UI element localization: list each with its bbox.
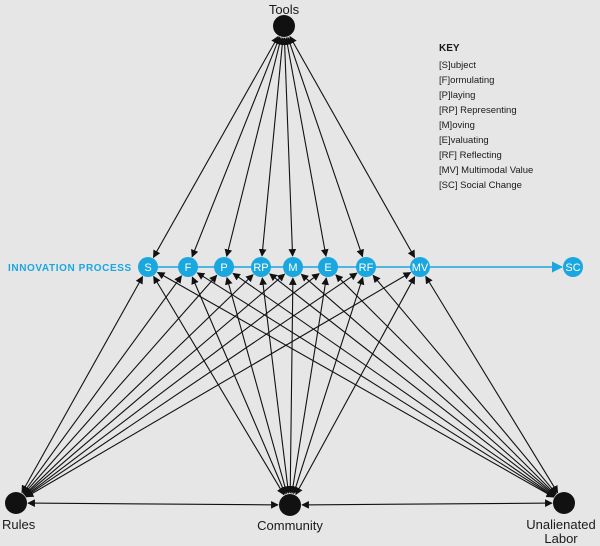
connection-arrow [258, 37, 287, 257]
key-item: [S]ubject [439, 60, 476, 71]
community-label: Community [257, 518, 323, 533]
key-item: [RP] Representing [439, 105, 517, 116]
connection-arrow [21, 275, 144, 494]
process-nodes: S F P RP M E RF MV SC [138, 257, 583, 277]
connection-arrow [232, 272, 555, 497]
connection-arrow [289, 35, 416, 259]
connection-arrow [335, 274, 557, 496]
connection-arrow [286, 277, 297, 494]
connection-arrow [292, 276, 365, 495]
innovation-process-label: INNOVATION PROCESS [8, 263, 132, 274]
labor-label-line1: Unalienated [526, 517, 595, 532]
process-node-circle [214, 257, 234, 277]
process-node-label: S [144, 262, 151, 274]
connection-arrow [191, 36, 281, 258]
process-node-circle [318, 257, 338, 277]
connection-arrow [283, 37, 329, 257]
tools-label: Tools [269, 2, 300, 17]
key-item: [M]oving [439, 120, 475, 131]
connection-arrow [372, 274, 557, 495]
connection-arrow [156, 271, 555, 498]
connection-arrow [301, 499, 553, 509]
process-node-label: P [220, 262, 227, 274]
vertex-nodes [5, 15, 575, 516]
rules-node [5, 492, 27, 514]
process-node-label: E [324, 262, 331, 274]
labor-node [553, 492, 575, 514]
community-node [279, 494, 301, 516]
key-item: [P]laying [439, 90, 475, 101]
rules-label: Rules [2, 517, 36, 532]
key-legend: KEY [S]ubject [F]ormulating [P]laying [R… [439, 43, 533, 191]
connection-arrow [152, 35, 279, 259]
end-node-label: SC [565, 262, 580, 274]
connection-arrow [22, 275, 182, 494]
process-node-label: M [288, 262, 297, 274]
key-item: [F]ormulating [439, 75, 494, 86]
connection-arrow [269, 273, 556, 497]
process-node-circle [178, 257, 198, 277]
process-node-label: MV [412, 262, 429, 274]
labor-label-line2: Labor [544, 531, 578, 546]
key-title: KEY [439, 43, 460, 54]
process-node-label: RF [359, 262, 374, 274]
process-node-circle [138, 257, 158, 277]
key-item: [RF] Reflecting [439, 150, 502, 161]
connection-arrow [259, 277, 292, 494]
connection-arrow [295, 276, 416, 496]
process-node-label: F [185, 262, 192, 274]
connection-lines [21, 35, 559, 509]
process-node-circle [251, 257, 271, 277]
connection-arrow [300, 273, 556, 496]
connection-arrow [27, 499, 279, 509]
process-node-circle [356, 257, 376, 277]
key-item: [SC] Social Change [439, 180, 522, 191]
tools-node [273, 15, 295, 37]
connection-arrow [280, 37, 297, 257]
connection-arrow [289, 277, 330, 494]
key-item: [E]valuating [439, 135, 489, 146]
connection-arrow [286, 36, 364, 258]
connection-arrow [153, 275, 285, 496]
connection-arrow [24, 273, 286, 496]
key-item: [MV] Multimodal Value [439, 165, 533, 176]
process-node-circle [283, 257, 303, 277]
process-node-circle [410, 257, 430, 277]
connection-arrow [425, 275, 559, 494]
process-node-label: RP [253, 262, 268, 274]
connection-arrow [25, 272, 358, 497]
connection-arrow [23, 274, 218, 495]
connection-arrow [196, 272, 555, 498]
end-node-circle [563, 257, 583, 277]
